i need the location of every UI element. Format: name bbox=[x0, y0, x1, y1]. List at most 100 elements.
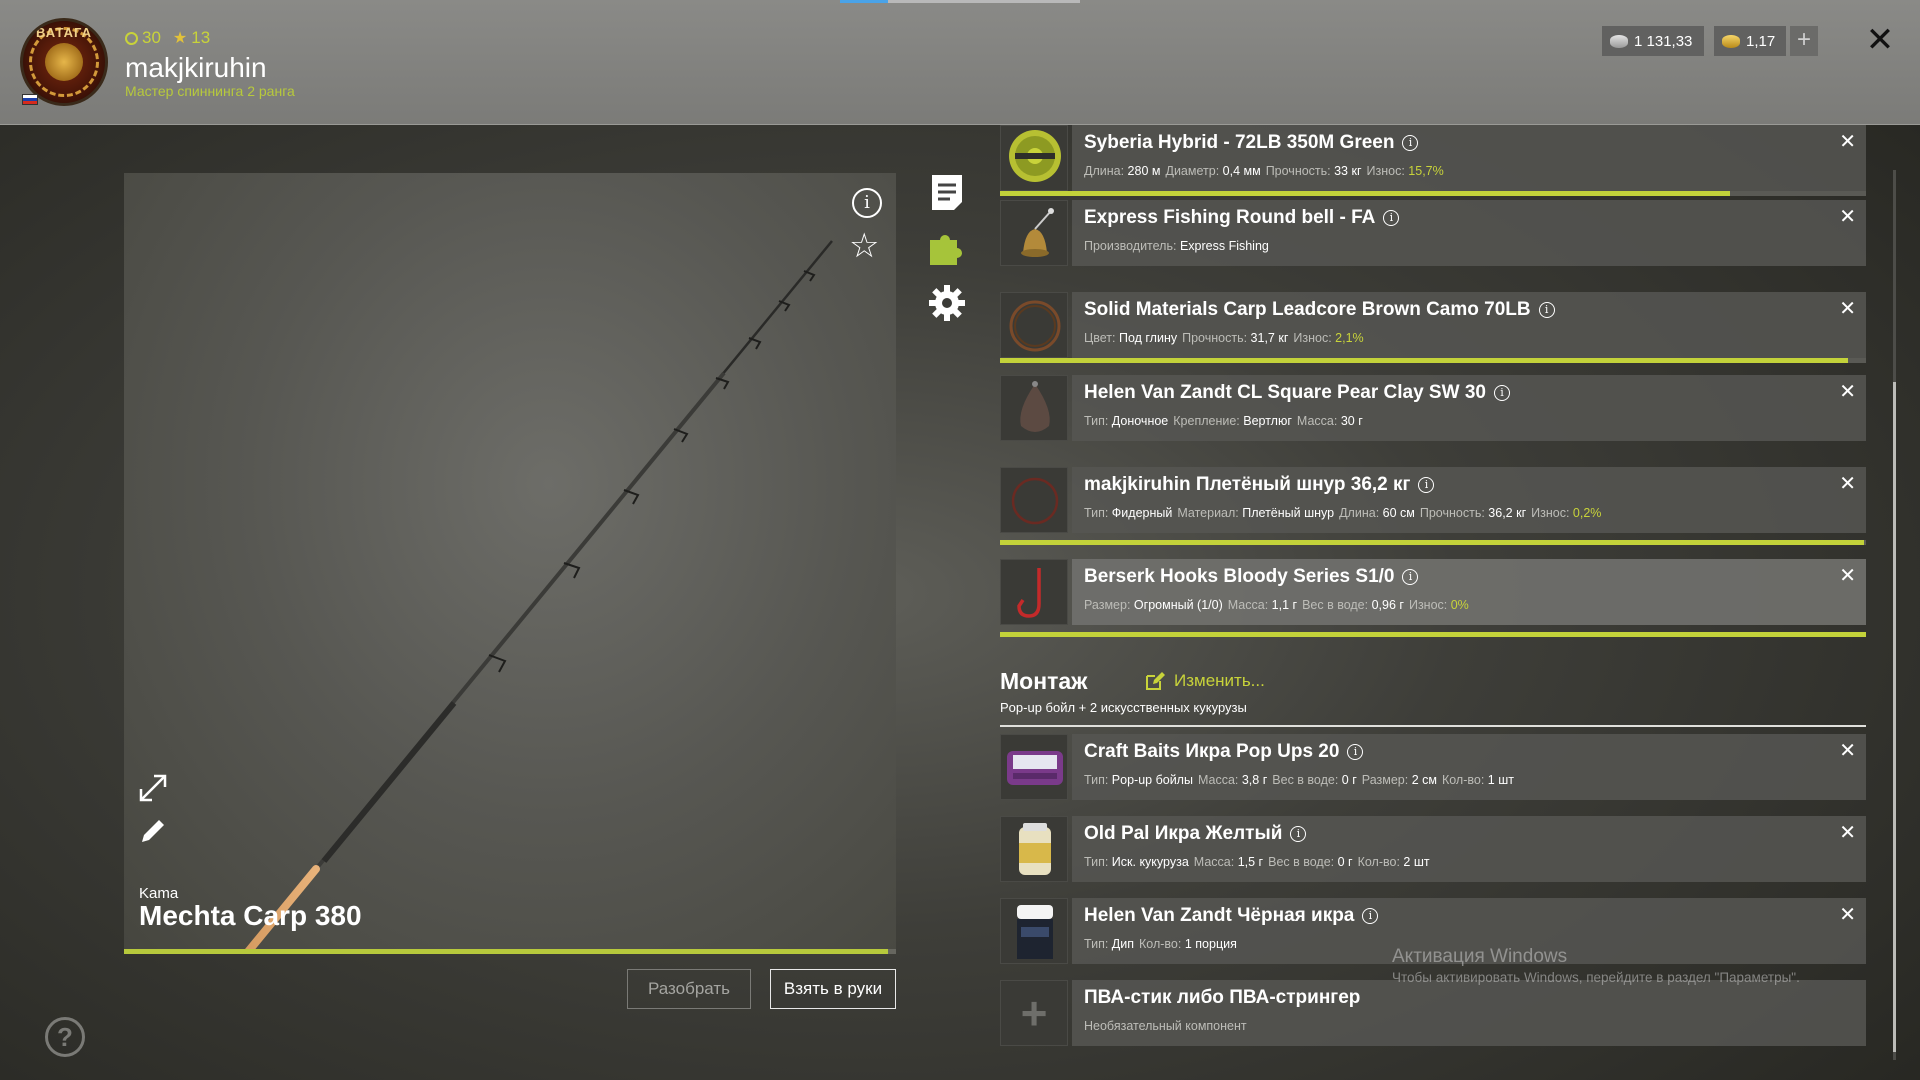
item-note: Необязательный компонент bbox=[1084, 1019, 1247, 1033]
remove-item-icon[interactable]: ✕ bbox=[1839, 822, 1856, 844]
gold-balance[interactable]: 1,17 bbox=[1714, 26, 1786, 56]
property-label: Износ: bbox=[1366, 164, 1409, 178]
help-icon[interactable]: ? bbox=[45, 1017, 85, 1057]
property-label: Длина: bbox=[1084, 164, 1128, 178]
montage-title: Монтаж bbox=[1000, 668, 1088, 694]
tackle-thumbnail bbox=[1000, 467, 1068, 533]
tackle-thumbnail bbox=[1000, 375, 1068, 441]
avatar-logo-text: ВАТАГА bbox=[36, 25, 92, 40]
disassemble-button[interactable]: Разобрать bbox=[627, 969, 751, 1009]
remove-item-icon[interactable]: ✕ bbox=[1839, 131, 1856, 153]
take-in-hands-button[interactable]: Взять в руки bbox=[770, 969, 896, 1009]
property-label: Вес в воде: bbox=[1268, 855, 1338, 869]
optional-pva-slot[interactable]: + ПВА-стик либо ПВА-стрингер Необязатель… bbox=[1000, 980, 1866, 1046]
username: makjkiruhin bbox=[125, 52, 267, 83]
scrollbar[interactable] bbox=[1893, 170, 1896, 1060]
tackle-item[interactable]: Helen Van Zandt CL Square Pear Clay SW 3… bbox=[1000, 375, 1866, 441]
tackle-thumbnail bbox=[1000, 559, 1068, 625]
rod-brand: Kama bbox=[139, 885, 179, 902]
info-icon[interactable]: i bbox=[1290, 826, 1307, 842]
russia-flag-icon bbox=[22, 94, 38, 105]
property-value: 0 г bbox=[1337, 855, 1353, 869]
property-label: Кол-во: bbox=[1441, 773, 1488, 787]
description-document-icon[interactable] bbox=[927, 172, 967, 212]
item-name-text: makjkiruhin Плетёный шнур 36,2 кг bbox=[1084, 474, 1411, 495]
property-label: Прочность: bbox=[1182, 331, 1251, 345]
player-stats: 30 ★13 bbox=[125, 28, 210, 48]
wear-bar bbox=[1000, 358, 1866, 363]
wear-bar-fill bbox=[1000, 358, 1848, 363]
property-value: 2 см bbox=[1411, 773, 1437, 787]
info-icon[interactable]: i bbox=[1362, 908, 1379, 924]
property-value: 0,2% bbox=[1572, 506, 1602, 520]
player-rank: Мастер спиннинга 2 ранга bbox=[125, 83, 295, 99]
property-label: Масса: bbox=[1193, 855, 1238, 869]
property-value: 0,96 г bbox=[1371, 598, 1404, 612]
avatar[interactable]: ВАТАГА bbox=[20, 18, 108, 106]
info-icon[interactable]: i bbox=[1493, 385, 1510, 401]
add-gold-button[interactable]: + bbox=[1790, 26, 1818, 56]
silver-balance[interactable]: 1 131,33 bbox=[1602, 26, 1704, 56]
wear-bar bbox=[1000, 540, 1866, 545]
property-value: 33 кг bbox=[1334, 164, 1362, 178]
settings-gear-icon[interactable] bbox=[927, 283, 967, 323]
remove-item-icon[interactable]: ✕ bbox=[1839, 298, 1856, 320]
edit-icon bbox=[1146, 672, 1165, 690]
components-puzzle-icon[interactable] bbox=[927, 227, 967, 267]
stars-stat: ★13 bbox=[172, 28, 211, 47]
property-label: Тип: bbox=[1084, 414, 1112, 428]
info-icon[interactable]: i bbox=[1402, 135, 1419, 151]
rod-name: Mechta Carp 380 bbox=[139, 900, 362, 931]
rod-viewer[interactable]: i ☆ Kama Mechta Carp 380 bbox=[124, 173, 896, 951]
tackle-thumbnail bbox=[1000, 292, 1068, 358]
info-icon[interactable]: i bbox=[852, 188, 882, 218]
item-name-text: Syberia Hybrid - 72LB 350M Green bbox=[1084, 132, 1395, 153]
info-icon[interactable]: i bbox=[1383, 210, 1400, 226]
rod-condition-bar bbox=[124, 949, 896, 954]
info-icon[interactable]: i bbox=[1418, 477, 1435, 493]
tackle-item[interactable]: Solid Materials Carp Leadcore Brown Camo… bbox=[1000, 292, 1866, 358]
rename-pencil-icon[interactable] bbox=[138, 816, 168, 846]
item-name-text: Helen Van Zandt Чёрная икра bbox=[1084, 905, 1355, 926]
property-value: Под глину bbox=[1118, 331, 1178, 345]
property-label: Размер: bbox=[1361, 773, 1412, 787]
property-label: Прочность: bbox=[1419, 506, 1489, 520]
remove-item-icon[interactable]: ✕ bbox=[1839, 473, 1856, 495]
favorite-star-icon[interactable]: ☆ bbox=[849, 227, 880, 265]
remove-item-icon[interactable]: ✕ bbox=[1839, 740, 1856, 762]
property-value: 2,1% bbox=[1335, 331, 1364, 345]
remove-item-icon[interactable]: ✕ bbox=[1839, 206, 1856, 228]
info-icon[interactable]: i bbox=[1402, 569, 1419, 585]
remove-item-icon[interactable]: ✕ bbox=[1839, 565, 1856, 587]
property-value: 30 г bbox=[1340, 414, 1363, 428]
expand-icon[interactable] bbox=[138, 773, 168, 803]
scrollbar-thumb[interactable] bbox=[1893, 382, 1896, 1052]
remove-item-icon[interactable]: ✕ bbox=[1839, 904, 1856, 926]
property-value: Pop-up бойлы bbox=[1111, 773, 1193, 787]
montage-edit-button[interactable]: Изменить... bbox=[1144, 670, 1265, 692]
wear-bar-fill bbox=[1000, 540, 1865, 545]
remove-item-icon[interactable]: ✕ bbox=[1839, 381, 1856, 403]
property-label: Масса: bbox=[1197, 773, 1242, 787]
info-icon[interactable]: i bbox=[1538, 302, 1555, 318]
close-icon[interactable]: ✕ bbox=[1865, 21, 1895, 59]
property-value: 15,7% bbox=[1408, 164, 1444, 178]
property-label: Вес в воде: bbox=[1302, 598, 1372, 612]
info-icon[interactable]: i bbox=[1347, 744, 1364, 760]
